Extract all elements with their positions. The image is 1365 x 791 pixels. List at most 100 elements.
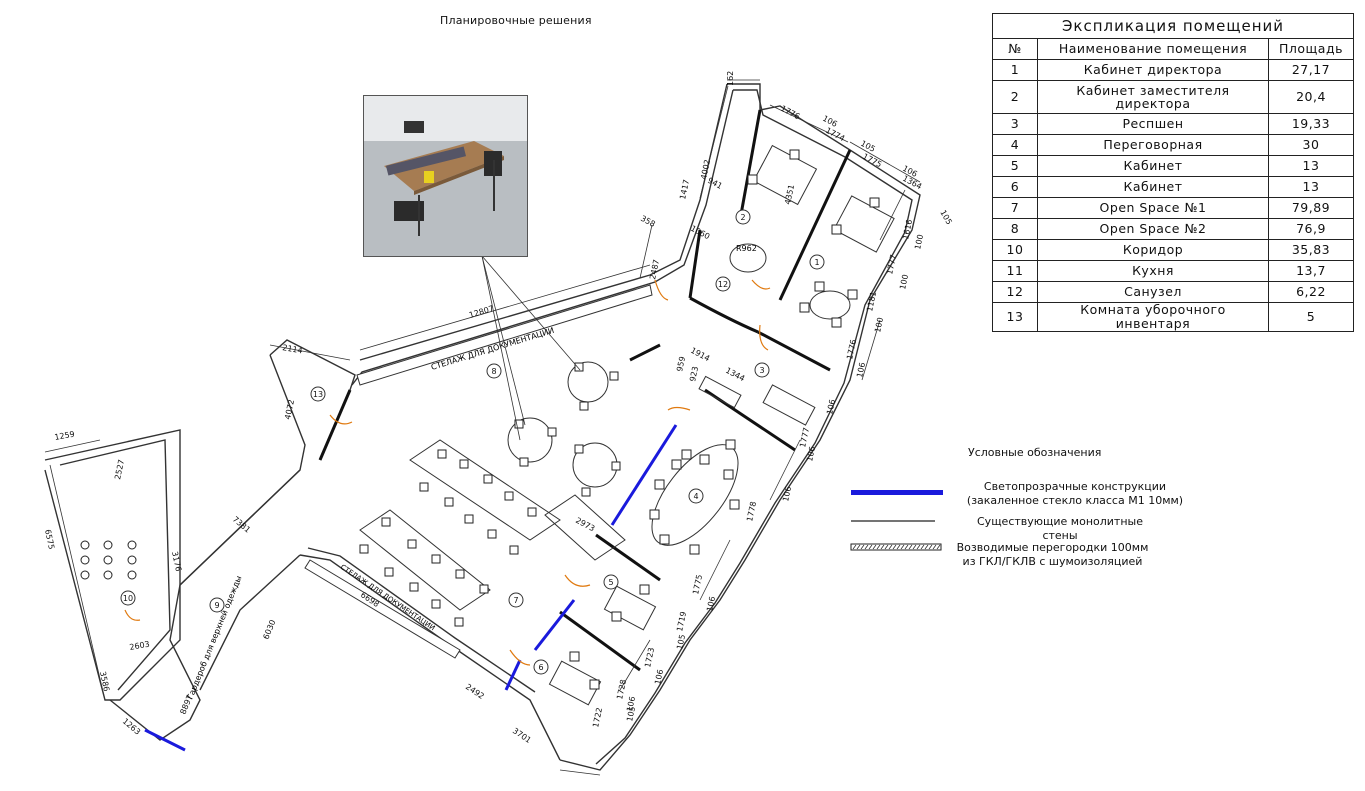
dim-3701: 3701 (511, 726, 533, 745)
hatch-stroke (852, 544, 857, 550)
dim-2603: 2603 (129, 640, 151, 652)
hatch-stroke (912, 544, 917, 550)
row-area: 13,7 (1268, 260, 1354, 282)
dim-100a: 100 (913, 234, 925, 251)
dim-959: 959 (675, 356, 687, 373)
dim-1777b: 1777 (798, 427, 811, 449)
row-area: 13 (1268, 176, 1354, 198)
dim-1775b: 1775 (691, 574, 704, 596)
dim-1719: 1719 (675, 611, 688, 633)
director-round-table (809, 290, 851, 320)
dim-7381: 7381 (231, 515, 252, 535)
dim-4351: 4351 (783, 184, 796, 206)
row-name: Кабинет (1037, 155, 1269, 177)
hatch-stroke (920, 544, 925, 550)
dim-941: 941 (706, 176, 724, 191)
row-name: Open Space №1 (1037, 197, 1269, 219)
row-num: 1 (992, 59, 1038, 81)
explication-table: Экспликация помещений № Наименование пом… (992, 13, 1354, 332)
dim-1775: 1775 (861, 152, 883, 170)
pod-workstations (507, 361, 618, 488)
dim-1417: 1417 (678, 179, 691, 201)
row-area: 79,89 (1268, 197, 1354, 219)
hatch-stroke (860, 544, 865, 550)
hatch-stroke (876, 544, 881, 550)
glass-partitions (144, 424, 678, 752)
row-name: Кухня (1037, 260, 1269, 282)
row-area: 76,9 (1268, 218, 1354, 240)
row-num: 4 (992, 134, 1038, 156)
row-name: Open Space №2 (1037, 218, 1269, 240)
room-label-circles (120, 209, 825, 675)
dim-1728: 1728 (615, 679, 628, 701)
row-area: 30 (1268, 134, 1354, 156)
dim-4072: 4072 (283, 399, 296, 421)
dim-106i: 106 (625, 696, 637, 713)
row-num: 12 (992, 281, 1038, 303)
room-2-label: 2 (740, 213, 745, 222)
dim-4002: 4002 (699, 159, 712, 181)
legend-partition-symbol (850, 543, 942, 551)
legend-symbols (850, 490, 943, 551)
dim-106d: 106 (825, 399, 837, 416)
hatch-stroke (908, 544, 913, 550)
room-10-label: 10 (123, 594, 133, 603)
row-area: 35,83 (1268, 239, 1354, 261)
dim-162-top: 162 (726, 71, 735, 86)
dim-1914: 1914 (689, 346, 711, 364)
dim-106e: 106 (805, 446, 817, 463)
row-num: 8 (992, 218, 1038, 240)
room-12-label: 12 (718, 280, 728, 289)
dim-100c: 100 (873, 317, 885, 334)
room-1-label: 1 (814, 258, 819, 267)
header-num: № (992, 38, 1038, 60)
hatch-stroke (880, 544, 885, 550)
row-name: Кабинет (1037, 176, 1269, 198)
room-13-label: 13 (313, 390, 323, 399)
hatch-stroke (896, 544, 901, 550)
kitchen-stools (80, 540, 137, 580)
dim-2527: 2527 (113, 459, 126, 481)
row-num: 11 (992, 260, 1038, 282)
hatch-stroke (932, 544, 937, 550)
dim-1259: 1259 (54, 430, 76, 442)
dim-1722: 1722 (591, 707, 604, 729)
row-num: 6 (992, 176, 1038, 198)
dim-1776: 1776 (779, 104, 801, 122)
row-name: Переговорная (1037, 134, 1269, 156)
dim-106c: 106 (855, 362, 867, 379)
row-name: Коридор (1037, 239, 1269, 261)
workspace-photo (363, 95, 528, 257)
dim-12807: 12807 (468, 304, 495, 320)
row-area: 27,17 (1268, 59, 1354, 81)
round-partition-label: R962 (736, 244, 757, 253)
row-name: Кабинет заместителя директора (1037, 80, 1269, 114)
photo-leader-lines (481, 255, 581, 441)
dim-1181: 1181 (865, 291, 878, 313)
page-title: Планировочные решения (440, 14, 592, 27)
explication-caption: Экспликация помещений (992, 13, 1354, 39)
hatch-stroke (916, 544, 921, 550)
partitions (318, 109, 852, 672)
header-name: Наименование помещения (1037, 38, 1269, 60)
legend-glass-text: Светопрозрачные конструкции (закаленное … (966, 480, 1184, 507)
dim-6575: 6575 (43, 529, 56, 551)
room-7-label: 7 (513, 596, 518, 605)
dim-1778a: 1778 (745, 501, 758, 523)
dim-105d: 105 (625, 706, 637, 723)
chairs (359, 149, 880, 690)
document-racks (304, 284, 653, 659)
hatch-stroke (868, 544, 873, 550)
dim-106f: 106 (781, 486, 793, 503)
room-9-label: 9 (214, 601, 219, 610)
room-5-label: 5 (608, 578, 613, 587)
legend-partitions-text: Возводимые перегородки 100мм из ГКЛ/ГКЛВ… (956, 541, 1149, 568)
row-num: 5 (992, 155, 1038, 177)
dim-1344: 1344 (724, 366, 746, 384)
dim-105c: 105 (675, 634, 687, 651)
dim-358: 358 (639, 214, 657, 229)
row-name: Комната уборочного инвентаря (1037, 302, 1269, 332)
dim-2973: 2973 (574, 516, 596, 534)
legend-title: Условные обозначения (968, 446, 1102, 459)
hatch-stroke (924, 544, 929, 550)
